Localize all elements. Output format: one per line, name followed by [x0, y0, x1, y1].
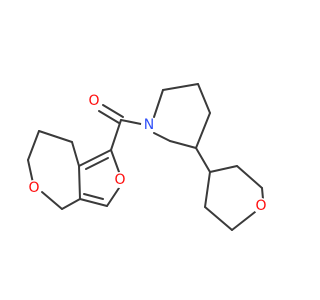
bond-pip-c5-c6	[169, 140, 197, 149]
bond-pip-c2-c3	[162, 83, 199, 91]
bond-furan-c3a-c7a	[78, 165, 81, 200]
bond-pyran-c7a-c7	[71, 141, 80, 167]
atom-label-bg	[112, 172, 128, 188]
atom-label-bg	[26, 180, 42, 196]
bond-pip-c3-c4	[197, 83, 211, 114]
atom-label-bg	[141, 117, 157, 133]
atom-label-o: O	[88, 93, 99, 109]
bond-pip-c6-n	[153, 132, 171, 142]
atom-label-o: O	[114, 172, 125, 188]
bond-furan-c3-c3a-b	[83, 193, 104, 200]
atom-label-n: N	[144, 117, 154, 133]
bond-carbonyl-n	[120, 119, 142, 125]
bond-layer	[27, 83, 264, 231]
bond-furan-c3-c3a-a	[79, 198, 108, 207]
bond-furan-c7a-c1-b	[85, 157, 109, 170]
bond-furan-c7a-c1-a	[78, 149, 112, 167]
bond-oxane-c4-c3	[209, 165, 238, 173]
bond-pyran-o-c4	[41, 191, 63, 210]
bond-oxane-c6-c5	[204, 206, 233, 231]
bond-pyran-c6-c5	[27, 130, 40, 161]
atom-label-o: O	[255, 198, 266, 214]
bond-pip-oxane	[195, 147, 211, 173]
bond-furan-o-c3	[106, 187, 120, 207]
bond-pip-c4-c5	[195, 112, 211, 149]
atom-oxane-oxygen: O	[253, 198, 269, 214]
atom-furan-oxygen: O	[112, 172, 128, 188]
atom-label-o: O	[28, 180, 39, 196]
bond-oxane-c2-o	[261, 187, 264, 200]
bond-pyran-c5-o	[27, 159, 34, 184]
atom-dihydropyran-oxygen: O	[26, 180, 42, 196]
bond-pip-n-c2	[153, 89, 164, 118]
atom-piperidine-nitrogen: N	[141, 117, 157, 133]
molecule-structure-diagram: O N O O O	[26, 83, 269, 231]
bond-oxane-o-c6	[231, 211, 256, 231]
bond-pyran-c7-c6	[38, 130, 73, 143]
bond-furan-c1-o	[110, 149, 120, 173]
atom-label-layer: O N O O O	[26, 93, 269, 214]
bond-pyran-c4-c3a	[61, 198, 81, 210]
bond-carbonyl-double-b	[102, 104, 124, 118]
atom-label-bg	[253, 198, 269, 214]
bond-oxane-c5-c4	[204, 171, 211, 208]
bond-carbonyl-double-a	[98, 110, 120, 124]
atom-carbonyl-oxygen: O	[86, 93, 102, 109]
bond-carbonyl-furan	[110, 119, 122, 151]
bond-oxane-c3-c2	[236, 165, 263, 189]
atom-label-bg	[86, 93, 102, 109]
